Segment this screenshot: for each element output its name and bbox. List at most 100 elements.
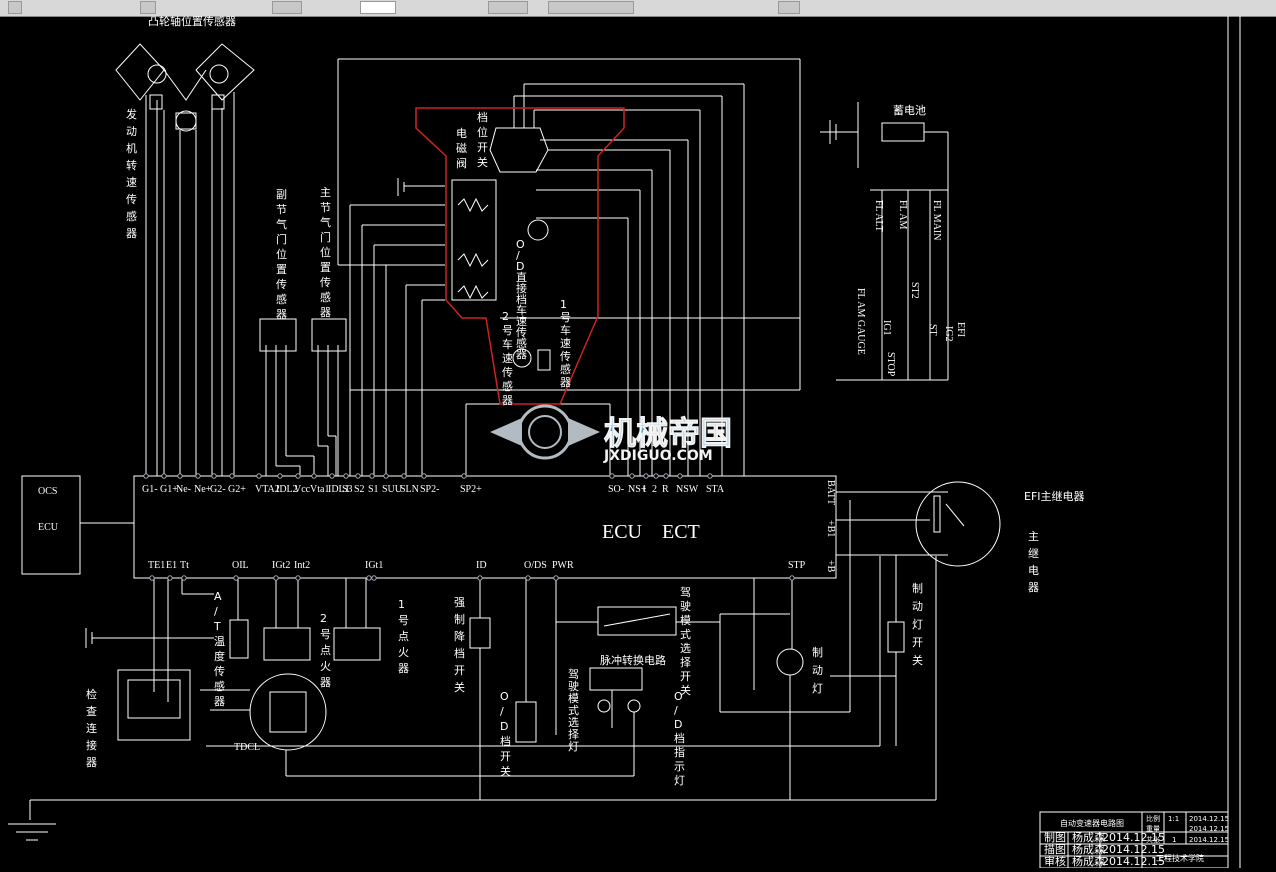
cam-sensor-label: 凸轮轴位置传感器 (148, 16, 236, 28)
pin-label: +B (825, 560, 836, 573)
toolbar-button[interactable] (140, 1, 156, 14)
vertical-label-char: 2 (320, 612, 327, 625)
tdcl-label: TDCL (234, 742, 260, 753)
pin-label: Int2 (294, 560, 310, 571)
pin-label: S2 (354, 484, 365, 495)
vertical-label-char: 节 (320, 201, 331, 214)
vertical-label-char: 器 (560, 376, 571, 389)
count-value: 1 (1172, 836, 1176, 844)
vertical-label-char: / (214, 605, 218, 618)
pin-label: VTA2 (255, 484, 280, 495)
pin-label: IGt1 (365, 560, 383, 571)
vertical-label-char: 关 (680, 683, 691, 697)
vertical-label-char: 指 (674, 745, 685, 759)
scale-label: 比例 (1146, 814, 1160, 823)
pin-dot (295, 473, 301, 479)
vertical-label-char: 器 (214, 695, 225, 708)
vertical-label-char: 阀 (456, 156, 467, 170)
vertical-label-char: 驶 (680, 599, 691, 613)
toolbar-button[interactable] (360, 1, 396, 14)
ocs-box (21, 475, 81, 575)
vertical-label-char: D (500, 720, 508, 733)
tb-role: 审核 (1044, 854, 1066, 868)
pin-dot (789, 575, 795, 581)
tb-date: 2014.12.15 (1102, 831, 1165, 844)
vertical-label-char: 速 (502, 352, 513, 365)
vertical-label-char: 选 (680, 642, 691, 655)
vertical-label-char: 2 (502, 310, 509, 323)
vertical-label-char: 气 (320, 215, 331, 229)
vertical-label-char: 档 (500, 734, 511, 748)
vertical-label-char: 器 (320, 676, 331, 689)
pin-dot (149, 575, 155, 581)
vertical-label-char: 传 (560, 350, 571, 363)
pin-dot (401, 473, 407, 479)
toolbar-button[interactable] (272, 1, 302, 14)
vertical-label-char: 器 (320, 306, 331, 319)
pin-dot (477, 575, 483, 581)
pin-label: IDL1 (328, 484, 350, 495)
pin-dot (277, 473, 283, 479)
toolbar-button[interactable] (778, 1, 800, 14)
efi-relay-label: EFI主继电器 (1024, 490, 1085, 503)
tb-name: 杨成森 (1072, 830, 1105, 844)
watermark-cn: 机械帝国 (604, 414, 732, 452)
pin-label: OIL (232, 560, 249, 571)
vertical-label-char: 感 (214, 680, 225, 693)
vertical-label-char: 关 (912, 653, 923, 667)
pin-label: Vcc (294, 484, 311, 495)
vertical-label-char: 制 (454, 613, 465, 626)
vertical-label-char: 关 (454, 680, 465, 694)
vertical-label-char: 档 (516, 292, 527, 306)
vertical-label-char: 开 (680, 670, 691, 683)
tb-role: 制图 (1044, 831, 1066, 844)
school-label: 工程技术学院 (1156, 853, 1204, 863)
pin-dot (525, 575, 531, 581)
vertical-label-char: 器 (126, 227, 137, 240)
vertical-label-char: 灯 (674, 774, 685, 787)
vertical-label-char: 号 (560, 311, 571, 324)
vertical-label-char: 连 (86, 722, 97, 735)
pin-dot (167, 575, 173, 581)
vertical-label-char: 强 (454, 596, 465, 609)
pin-dot (181, 575, 187, 581)
pin-label: G2+ (228, 484, 246, 495)
vertical-label-char: 降 (454, 629, 465, 643)
vertical-label-char: 位 (477, 125, 488, 139)
pin-label: IGt2 (272, 560, 290, 571)
vertical-label-char: 灯 (812, 682, 823, 695)
pin-label: S3 (342, 484, 353, 495)
vertical-label-char: 感 (276, 293, 287, 306)
vertical-label-char: 检 (86, 687, 97, 701)
fuse-label: EFI (955, 322, 966, 337)
vertical-label-char: 器 (398, 662, 409, 675)
circuit-diagram: G1-G1+Ne-Ne+G2-G2+VTA2IDL2VccVta1IDL1S3S… (8, 14, 1241, 869)
vertical-label-char: 关 (500, 764, 511, 778)
vertical-label-char: 动 (912, 600, 923, 613)
battery-label: 蓄电池 (893, 104, 926, 117)
fuse-label: FL AM GAUGE (855, 288, 866, 355)
vertical-label-char: D (516, 260, 524, 273)
vertical-label-char: 关 (477, 155, 488, 169)
toolbar-button[interactable] (488, 1, 528, 14)
pin-label: SP2- (420, 484, 439, 495)
pin-label: Tt (180, 560, 189, 571)
toolbar-button[interactable] (548, 1, 634, 14)
vertical-label-char: 感 (320, 291, 331, 304)
toolbar-button[interactable] (8, 1, 22, 14)
pin-dot (329, 473, 335, 479)
pin-dot (311, 473, 317, 479)
tdcl-circle (249, 673, 327, 751)
fuse-label: FL ALT (873, 200, 884, 232)
pin-dot (233, 575, 239, 581)
vertical-label-char: 传 (214, 665, 225, 678)
vertical-label-char: 开 (477, 141, 488, 154)
fuse-label: FL MAIN (931, 200, 942, 240)
vertical-label-char: 传 (126, 193, 137, 206)
pin-label: IDL2 (276, 484, 298, 495)
vertical-label-char: 电 (1028, 564, 1039, 577)
pin-label: NS+ (628, 484, 647, 495)
ocs-label: OCS (38, 486, 57, 497)
vertical-label-char: 直 (516, 270, 527, 284)
